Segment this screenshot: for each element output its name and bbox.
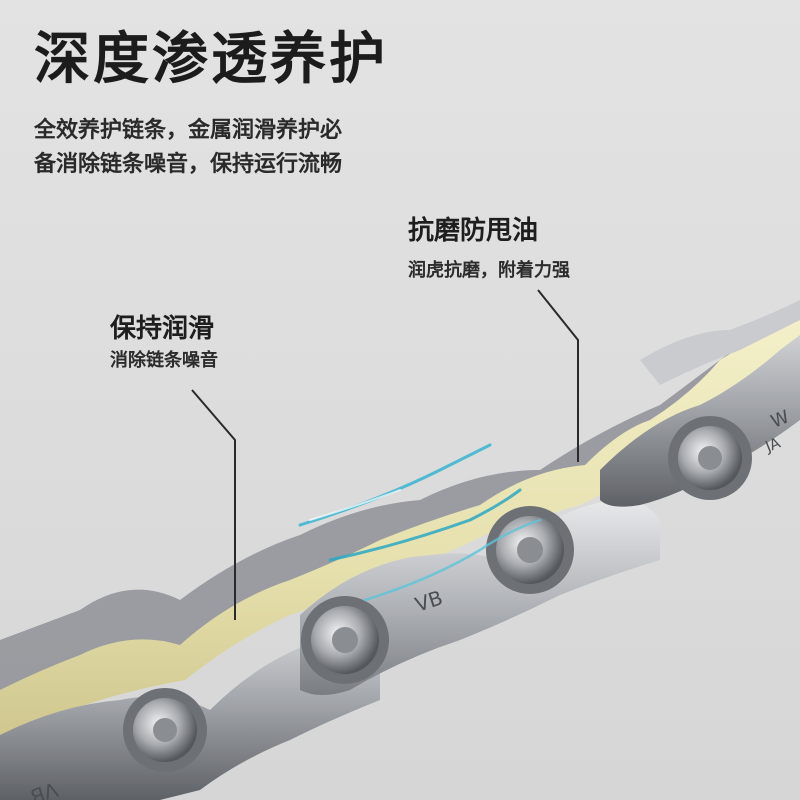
- chain-oil-layer: [0, 320, 800, 735]
- callout-lubrication-title: 保持润滑: [110, 314, 215, 344]
- callout-anti-wear-title: 抗磨防甩油: [408, 216, 539, 246]
- callout-anti-wear-subtitle: 润虎抗磨，附着力强: [408, 260, 570, 281]
- chain-pins: [123, 416, 752, 772]
- headline: 深度渗透养护: [34, 27, 388, 92]
- oil-flow-swooshes: [298, 443, 542, 602]
- intro-line-2: 备消除链条噪音，保持运行流畅: [34, 152, 343, 177]
- callout-line-anti-wear: [537, 289, 579, 462]
- chain-back-plates: [0, 300, 800, 720]
- intro-line-1: 全效养护链条，金属润滑养护必: [34, 118, 343, 143]
- chain-marking-ja: JA: [762, 433, 784, 456]
- callout-line-lubrication: [191, 389, 236, 620]
- callout-lubrication-subtitle: 消除链条噪音: [110, 350, 218, 371]
- intro-text: 全效养护链条，金属润滑养护必 备消除链条噪音，保持运行流畅: [34, 114, 342, 182]
